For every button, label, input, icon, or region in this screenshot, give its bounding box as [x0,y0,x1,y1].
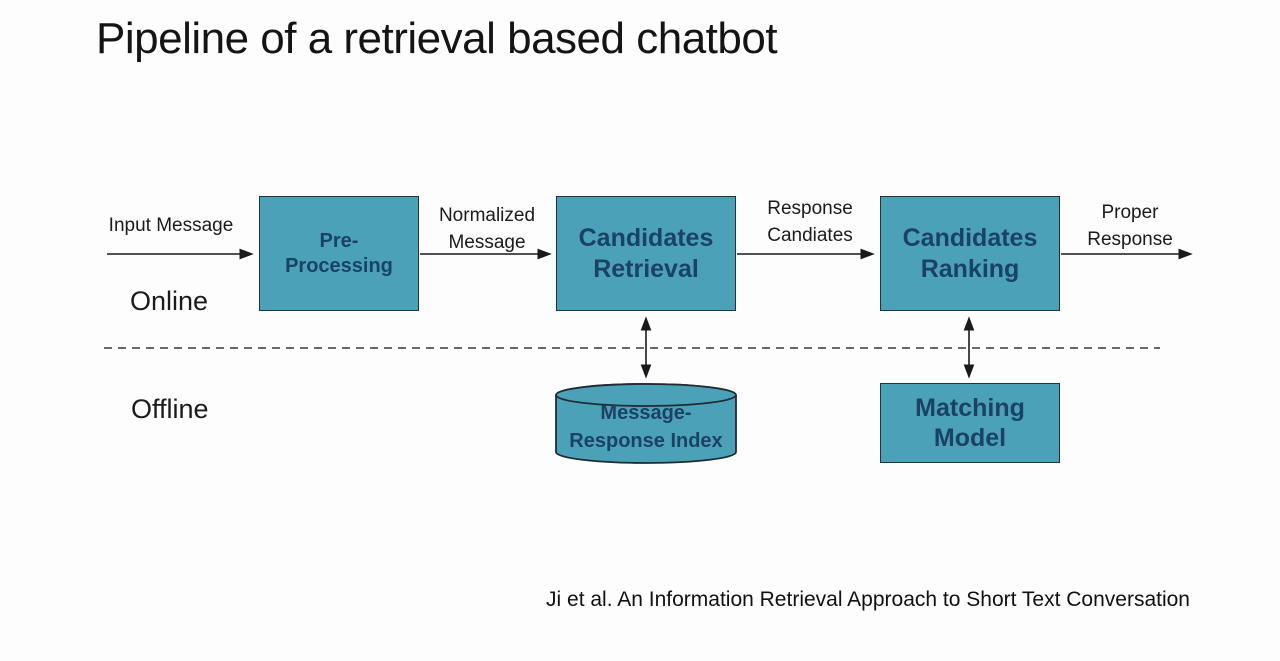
flow-label-line: Normalized [438,205,536,226]
box-label-line: Retrieval [593,254,699,283]
box-matching-model: Matching Model [880,383,1060,463]
box-label-line: Pre- [319,230,359,253]
box-label-line: Candidates [578,224,714,252]
box-label-line: Candidates [902,224,1038,252]
box-label-line: Model [933,424,1007,452]
flow-label-line: Proper [1101,202,1159,223]
box-label-line: Matching [915,393,1025,422]
flow-label-line: Response [1087,229,1173,250]
flow-label-response-candiates: Response Candiates [748,195,872,249]
message-response-index-cylinder [555,383,737,464]
box-label-line: Ranking [920,254,1020,283]
section-label-offline: Offline [131,394,209,424]
box-pre-processing: Pre- Processing [259,196,419,311]
flow-label-line: Response [767,198,853,219]
flow-label-line: Message [448,232,526,253]
cylinder-label-line: Message- [600,402,692,424]
box-candidates-ranking: Candidates Ranking [880,196,1060,311]
message-response-index-label: Message- Response Index [556,399,736,455]
cylinder-label-line: Response Index [569,430,723,452]
section-label-online: Online [130,286,209,316]
flow-label-input-message: Input Message [84,212,258,239]
box-label-line: Processing [285,254,393,277]
flow-label-line: Candiates [767,225,853,246]
flow-label-normalized-message: Normalized Message [425,202,549,256]
citation: Ji et al. An Information Retrieval Appro… [546,588,1190,611]
flow-label-proper-response: Proper Response [1068,199,1192,253]
flow-label-line: Input Message [108,215,234,236]
box-candidates-retrieval: Candidates Retrieval [556,196,736,311]
slide-title: Pipeline of a retrieval based chatbot [96,14,778,63]
